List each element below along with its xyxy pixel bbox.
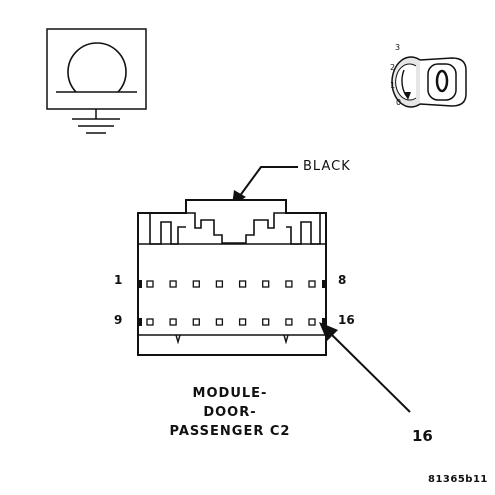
ignition-key-icon <box>391 56 467 108</box>
key-position-3: 3 <box>395 43 401 52</box>
ground-symbol-icon <box>46 28 147 134</box>
pin-16-callout-arrow <box>319 322 411 413</box>
pin-cavity-11 <box>192 318 200 326</box>
pin-cavity-12 <box>215 318 224 326</box>
pin-cavity-2 <box>169 280 177 288</box>
connector-title-line-1: MODULE- <box>192 386 268 401</box>
connector-color-label: BLACK <box>303 159 351 174</box>
pin-cavity-6 <box>262 280 270 288</box>
pin-cavity-15 <box>285 318 293 326</box>
callout-label: 16 <box>412 427 433 445</box>
connector-title-line-3: PASSENGER C2 <box>169 424 291 439</box>
pin-cavity-3 <box>192 280 200 288</box>
pin-label-8: 8 <box>338 273 347 287</box>
connector-title: MODULE- DOOR- PASSENGER C2 <box>130 384 330 441</box>
pin-cavity-9 <box>146 318 154 326</box>
pin-label-16: 16 <box>338 313 355 327</box>
pin-row-bottom <box>146 318 316 326</box>
connector-housing <box>137 199 327 356</box>
pin-cavity-5 <box>238 280 247 288</box>
pin-cavity-16 <box>308 318 316 326</box>
pin-cavity-4 <box>215 280 224 288</box>
pin-cavity-14 <box>262 318 270 326</box>
pin-cavity-13 <box>238 318 247 326</box>
pin-label-1: 1 <box>114 273 123 287</box>
pin-label-9: 9 <box>114 313 123 327</box>
pin-cavity-1 <box>146 280 154 288</box>
pin-row-top <box>146 280 316 288</box>
key-position-0: 0 <box>396 98 402 107</box>
pin-cavity-10 <box>169 318 177 326</box>
key-position-2: 2 <box>390 63 396 72</box>
pin-cavity-7 <box>285 280 293 288</box>
key-position-1: 1 <box>390 81 396 90</box>
pin-cavity-8 <box>308 280 316 288</box>
figure-id: 81365b11 <box>428 474 488 485</box>
connector-title-line-2: DOOR- <box>203 405 257 420</box>
